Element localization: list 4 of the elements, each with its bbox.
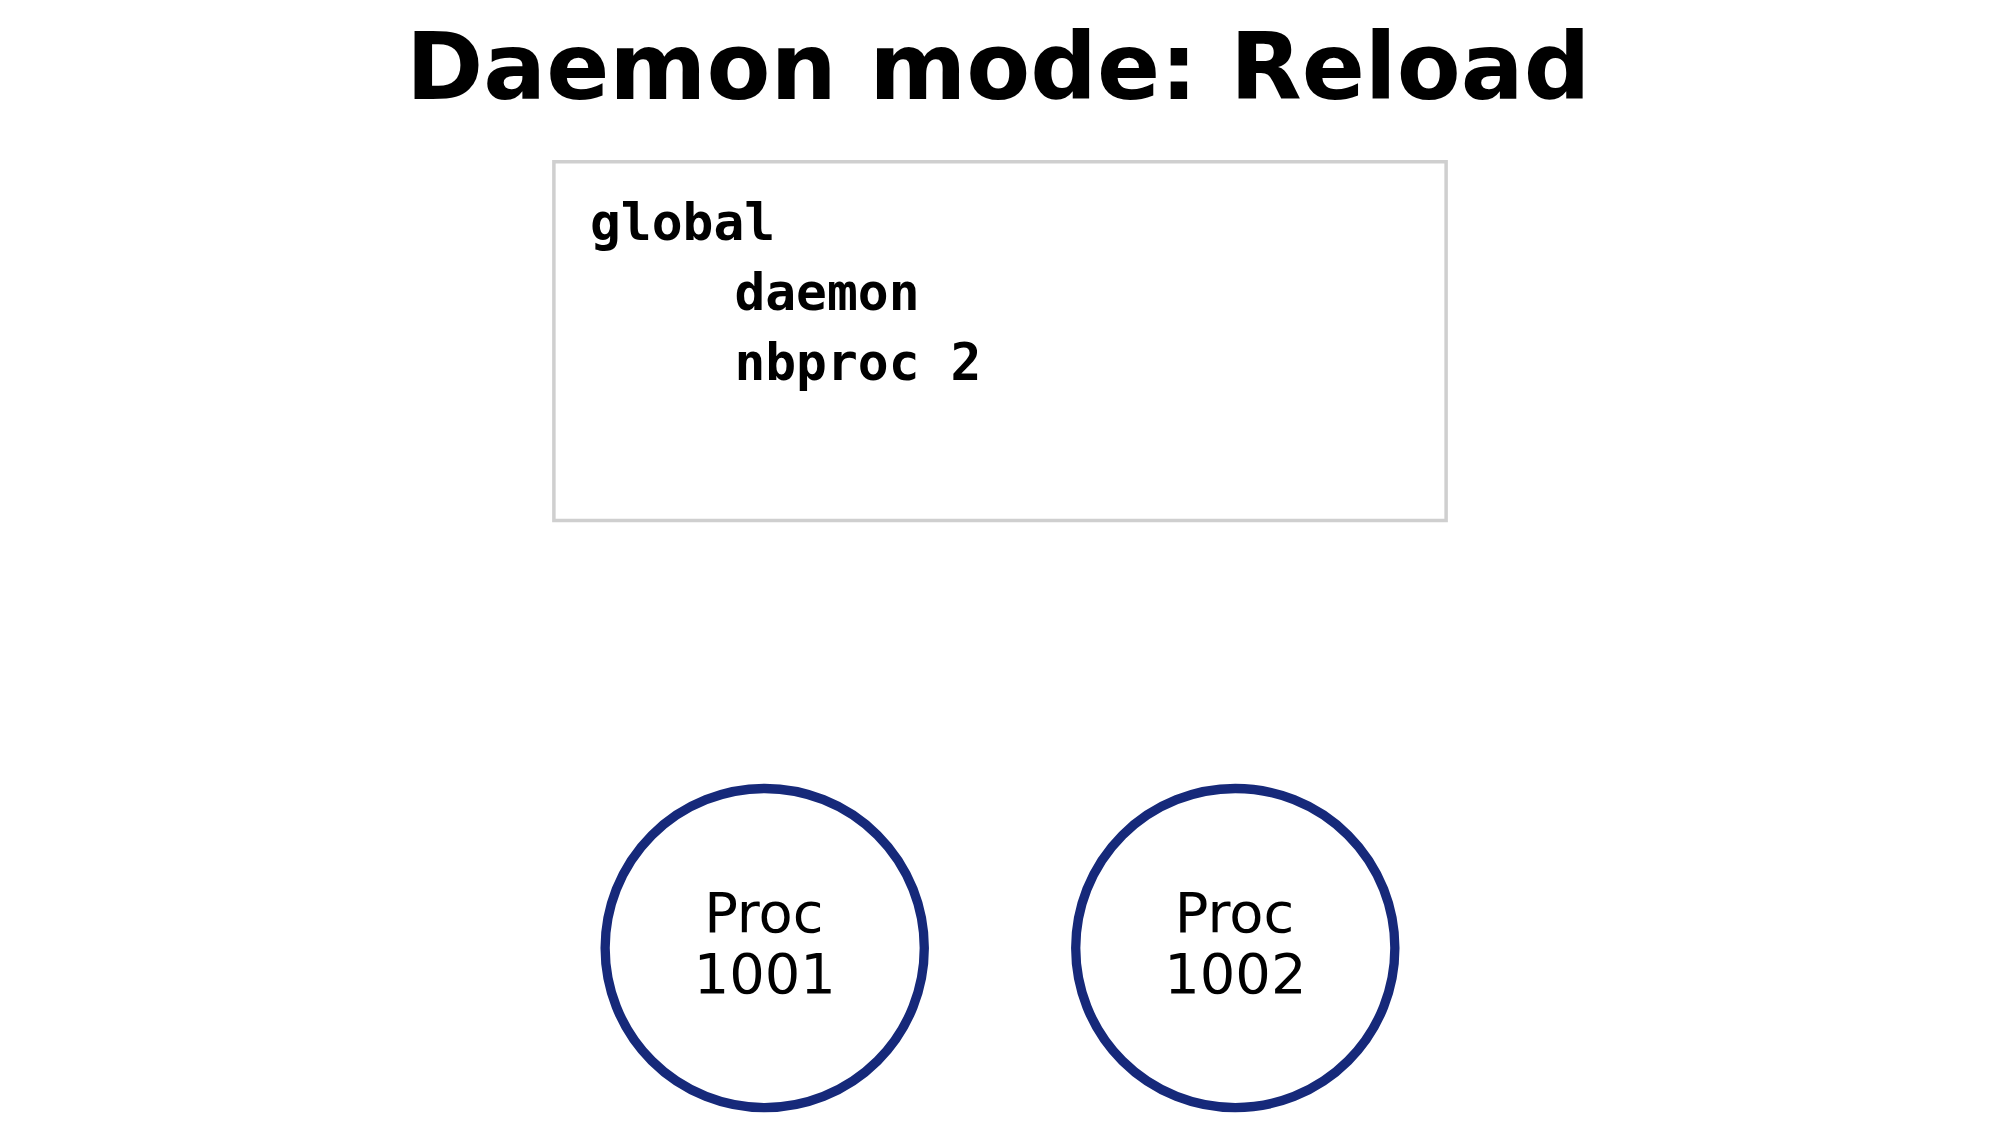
node-circle: Proc 1001: [600, 783, 929, 1113]
diagram-title: Daemon mode: Reload: [405, 12, 1591, 121]
node-box: global daemon nbproc 2: [552, 160, 1448, 523]
node-circle: Proc 1002: [1071, 783, 1400, 1113]
